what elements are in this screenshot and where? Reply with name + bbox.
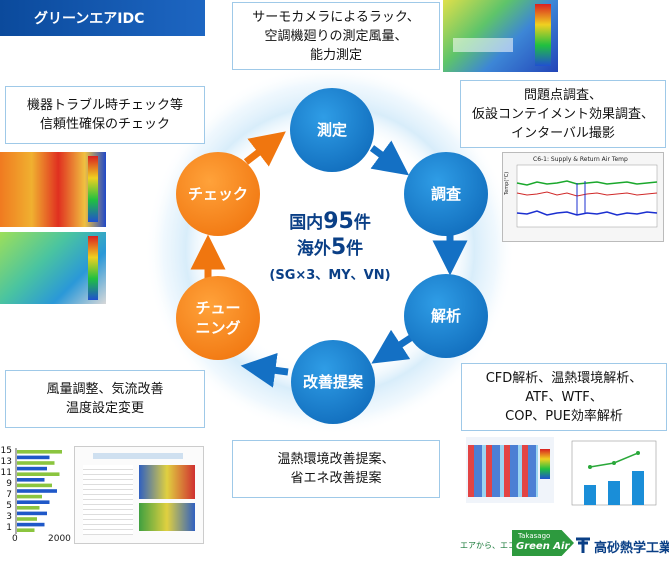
callout-proposal: 温熱環境改善提案、 省エネ改善提案 [232, 440, 440, 498]
center-domestic: 国内95件 [250, 210, 410, 235]
node-check: チェック [176, 152, 260, 236]
node-tuning: チュー ニング [176, 276, 260, 360]
tuning-bar [17, 461, 55, 465]
cop-bar-3 [632, 471, 644, 505]
tuning-bar [17, 472, 60, 476]
node-survey: 調査 [404, 152, 488, 236]
tuning-bar-ytick: 7 [0, 490, 12, 500]
center-overseas-detail: (SG×3、MY、VN) [250, 266, 410, 286]
cop-pue-chart [558, 437, 668, 521]
green-air-logo: Takasago Green Air [512, 530, 574, 556]
tuning-bar [17, 478, 45, 482]
node-analysis: 解析 [404, 274, 488, 358]
tuning-bar-chart-xtick-2000: 2000 [48, 534, 71, 544]
company-logo-icon [574, 536, 592, 554]
node-tuning-label-1: チュー [195, 298, 240, 318]
node-proposal-label: 改善提案 [303, 372, 363, 392]
tuning-bar-ytick: 15 [0, 446, 12, 456]
tuning-bar [17, 517, 37, 521]
tuning-bar-ytick: 3 [0, 512, 12, 522]
center-overseas: 海外5件 [250, 236, 410, 261]
proposal-report-thumbnail [74, 446, 204, 544]
cop-bar-1 [584, 485, 596, 505]
callout-analysis: CFD解析、温熱環境解析、 ATF、WTF、 COP、PUE効率解析 [461, 363, 667, 431]
node-analysis-label: 解析 [431, 306, 461, 326]
tuning-bar [17, 506, 40, 510]
node-survey-label: 調査 [431, 184, 461, 204]
tuning-bar [17, 512, 47, 516]
callout-survey: 問題点調査、 仮設コンテイメント効果調査、 インターバル撮影 [460, 80, 666, 148]
check-thermal-image-1 [0, 152, 106, 227]
node-check-label: チェック [188, 184, 248, 204]
arrow-proposal-to-tuning [258, 368, 288, 372]
tuning-bar [17, 450, 62, 454]
tuning-bar [17, 495, 42, 499]
check-thermal-image-2 [0, 232, 106, 304]
thermal-camera-image [443, 0, 558, 72]
node-measure: 測定 [290, 88, 374, 172]
tuning-bar-ytick: 5 [0, 501, 12, 511]
tuning-bar-ytick: 9 [0, 479, 12, 489]
tuning-bar-ytick: 1 [0, 523, 12, 533]
tuning-bar [17, 500, 50, 504]
tuning-bar [17, 528, 35, 532]
callout-check: 機器トラブル時チェック等 信頼性確保のチェック [5, 86, 205, 144]
tuning-bar [17, 484, 52, 488]
tuning-bar [17, 523, 45, 527]
callout-measure: サーモカメラによるラック、 空調機廻りの測定風量、 能力測定 [232, 2, 440, 70]
tuning-bar-ytick: 13 [0, 457, 12, 467]
tuning-bar [17, 456, 50, 460]
company-name: 高砂熱学工業 [594, 537, 669, 556]
tuning-bar [17, 467, 47, 471]
cop-bar-2 [608, 481, 620, 505]
survey-temperature-chart: C6-1: Supply & Return Air Temp Temp(°C) [502, 152, 664, 242]
node-proposal: 改善提案 [291, 340, 375, 424]
tuning-bar [17, 489, 57, 493]
cfd-analysis-image [466, 437, 554, 503]
callout-tuning: 風量調整、気流改善 温度設定変更 [5, 370, 205, 428]
node-measure-label: 測定 [317, 120, 347, 140]
tuning-bar-chart-xtick-0: 0 [12, 534, 18, 544]
tuning-bar-ytick: 11 [0, 468, 12, 478]
node-tuning-label-2: ニング [195, 318, 240, 338]
